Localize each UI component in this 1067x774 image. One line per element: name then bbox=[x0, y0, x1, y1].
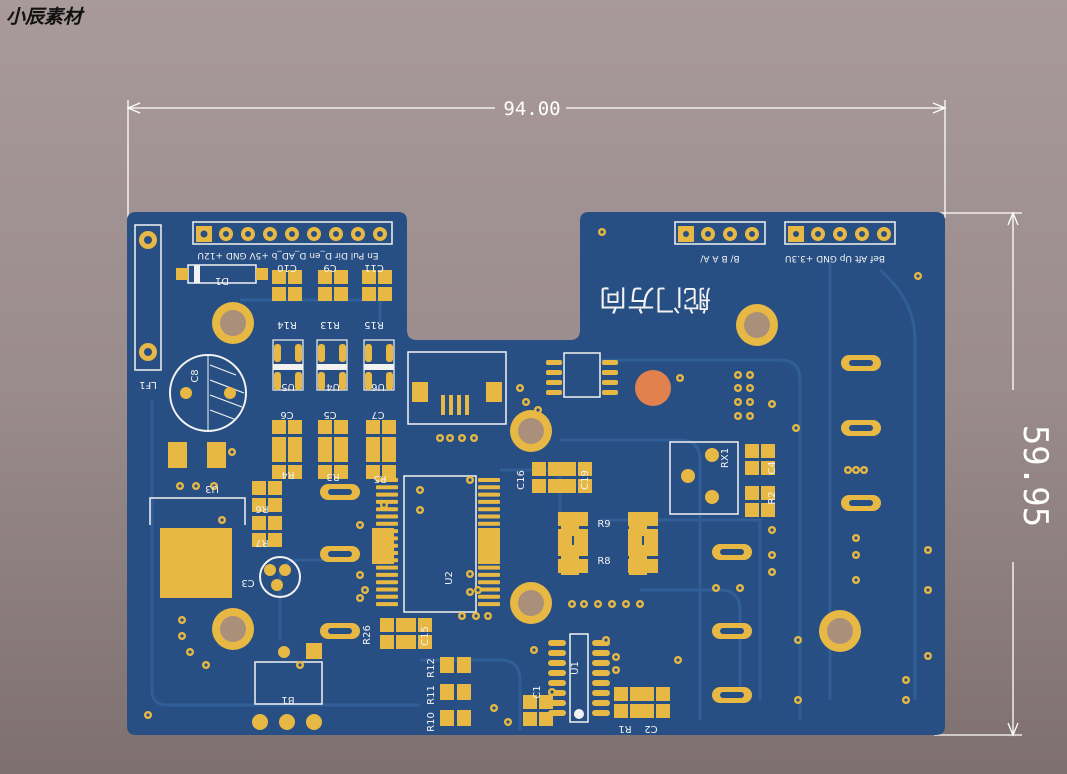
designator-r3: R3 bbox=[326, 471, 339, 482]
designator-c16: C16 bbox=[516, 470, 527, 490]
designator-r2: R2 bbox=[767, 491, 778, 504]
mounting-holes bbox=[212, 302, 861, 652]
designator-r6: R6 bbox=[255, 503, 268, 514]
designator-r15: R15 bbox=[364, 319, 384, 330]
designator-r12: R12 bbox=[426, 658, 437, 678]
inductor-lf1 bbox=[134, 224, 162, 371]
header-left bbox=[192, 221, 393, 245]
designator-r14: R14 bbox=[277, 319, 297, 330]
header-left-pin-labels: En Pul Dir D_en D_AD_b +5V GND +12U bbox=[197, 250, 378, 260]
designator-r1: R1 bbox=[618, 723, 631, 734]
chinese-silk-label: 舵门方向 bbox=[599, 283, 711, 316]
designator-c4: C4 bbox=[767, 461, 778, 474]
designator-u5: U5 bbox=[281, 381, 295, 392]
height-dimension-label: 59.95 bbox=[1015, 425, 1055, 527]
designator-c19: C19 bbox=[580, 470, 591, 490]
designator-r13: R13 bbox=[320, 319, 340, 330]
designator-b1: B1 bbox=[281, 694, 294, 705]
designator-r5: R5 bbox=[373, 473, 386, 484]
ic-u2-pins-left bbox=[376, 478, 398, 607]
ic-u1 bbox=[569, 633, 589, 723]
designator-r10: R10 bbox=[426, 712, 437, 732]
designator-u6: U6 bbox=[371, 381, 385, 392]
header-right-b-pin-labels: Bef Aft Up GND +3.3U bbox=[785, 253, 885, 263]
designator-r11: R11 bbox=[426, 685, 437, 705]
ic-soic-top bbox=[546, 352, 618, 398]
regulator-u3 bbox=[149, 442, 246, 598]
potentiometer-rx1 bbox=[669, 441, 739, 515]
designator-c10: C10 bbox=[277, 262, 297, 273]
designator-c11: C11 bbox=[364, 262, 384, 273]
designator-r8: R8 bbox=[597, 556, 610, 567]
designator-d1: D1 bbox=[215, 275, 229, 286]
designator-lf1: LF1 bbox=[139, 379, 157, 390]
ic-u2-pins-right bbox=[478, 478, 500, 607]
designator-u2: U2 bbox=[444, 571, 455, 585]
oval-pads bbox=[320, 355, 881, 703]
width-dimension-label: 94.00 bbox=[503, 98, 560, 120]
led-indicator bbox=[635, 370, 671, 406]
designator-u1: U1 bbox=[570, 661, 581, 675]
designator-c9: C9 bbox=[323, 262, 336, 273]
diode-d1 bbox=[176, 264, 268, 284]
header-right-a bbox=[674, 221, 766, 245]
header-right-b bbox=[784, 221, 896, 245]
dimension-height bbox=[934, 211, 1022, 737]
designator-r4: R4 bbox=[281, 469, 294, 480]
designator-c7: C7 bbox=[371, 409, 384, 420]
optocouplers bbox=[272, 339, 395, 391]
capacitor-c3 bbox=[259, 556, 301, 598]
designator-c1: C1 bbox=[532, 685, 543, 698]
designator-r9: R9 bbox=[597, 519, 610, 530]
bridge-b1 bbox=[252, 643, 323, 730]
smd-components bbox=[252, 270, 775, 726]
capacitor-c8 bbox=[169, 354, 247, 432]
designator-c5: C5 bbox=[323, 409, 336, 420]
designator-c6: C6 bbox=[280, 409, 293, 420]
designator-c3: C3 bbox=[241, 577, 254, 588]
header-right-a-pin-labels: B/ B A A/ bbox=[699, 253, 739, 263]
designator-rx1: RX1 bbox=[720, 448, 731, 468]
ic-u1-pins bbox=[548, 640, 610, 716]
designator-u3: U3 bbox=[205, 483, 219, 494]
designator-r7: R7 bbox=[255, 537, 268, 548]
designator-c2: C2 bbox=[644, 723, 657, 734]
dimension-width bbox=[126, 100, 947, 224]
designator-c15: C15 bbox=[420, 626, 431, 646]
designator-r26: R26 bbox=[362, 625, 373, 645]
connector-top-middle bbox=[407, 351, 507, 425]
watermark-text: 小辰素材 bbox=[6, 6, 83, 28]
designator-c8: C8 bbox=[190, 369, 201, 382]
designator-u4: U4 bbox=[326, 381, 340, 392]
vias bbox=[144, 228, 932, 726]
